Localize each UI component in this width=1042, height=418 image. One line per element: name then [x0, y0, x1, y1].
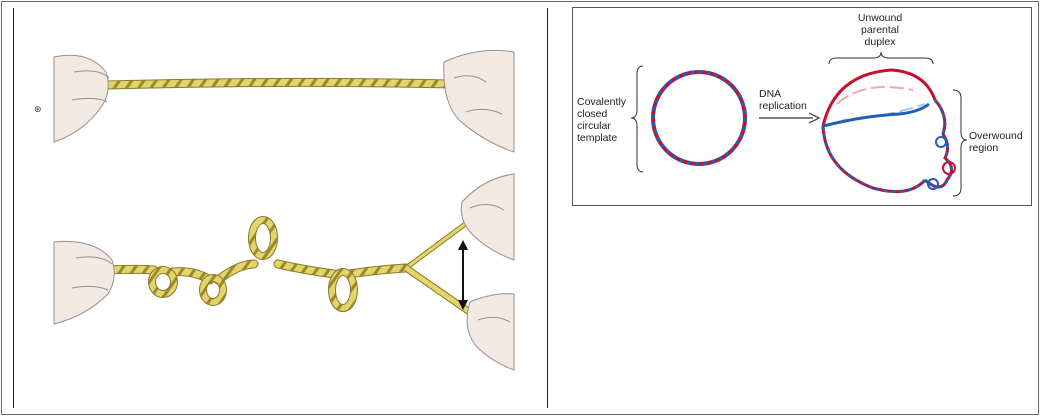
hand-top-right	[443, 49, 515, 153]
double-arrow-icon	[458, 240, 468, 310]
dna-diagram-panel: Covalently closed circular template DNA …	[572, 7, 1032, 206]
dna-diagram	[630, 51, 968, 197]
hand-bottom-right-lower	[466, 293, 515, 371]
small-mark-icon: ⊛	[34, 104, 42, 114]
circular-template	[651, 70, 747, 166]
rope-illustration: ⊛	[34, 49, 515, 371]
hand-bottom-left	[53, 240, 115, 325]
label-overwound: Overwound region	[969, 130, 1023, 154]
left-divider	[13, 8, 14, 408]
label-replication: DNA replication	[759, 88, 807, 112]
replication-arrow-icon	[759, 112, 821, 124]
overwound-brace	[952, 89, 968, 197]
replicating-molecule	[821, 68, 956, 194]
label-unwound: Unwound parental duplex	[857, 12, 903, 48]
hand-bottom-right-upper	[460, 173, 515, 261]
hand-top-left	[53, 54, 110, 143]
label-template: Covalently closed circular template	[577, 96, 627, 144]
center-divider	[547, 8, 548, 408]
template-brace	[630, 65, 644, 173]
unwound-brace	[828, 51, 934, 65]
